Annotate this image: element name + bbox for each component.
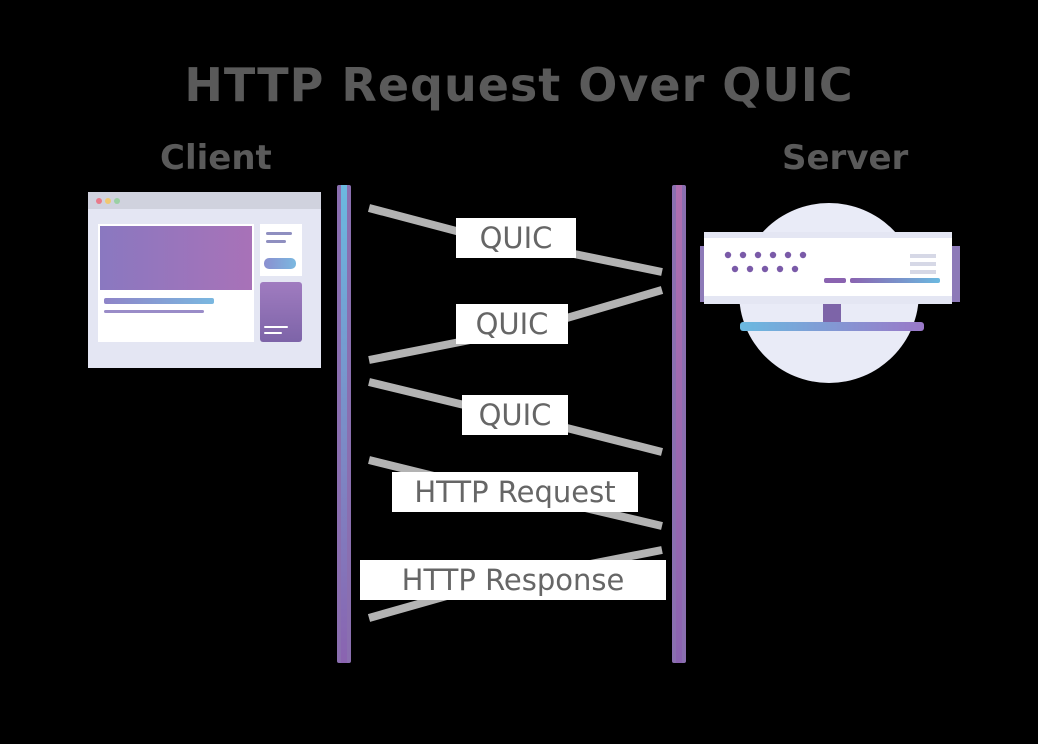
- browser-main-panel: [98, 224, 254, 342]
- message-label: HTTP Response: [360, 560, 666, 600]
- browser-card-button-icon: [264, 258, 296, 269]
- message-label: QUIC: [456, 218, 576, 258]
- browser-side-line: [264, 332, 282, 334]
- server-icon: [694, 203, 966, 383]
- minimize-dot-icon: [105, 198, 111, 204]
- maximize-dot-icon: [114, 198, 120, 204]
- browser-side-image: [260, 282, 302, 342]
- browser-side-line: [264, 326, 288, 328]
- browser-card-line: [266, 232, 292, 235]
- client-browser-illustration: [88, 192, 321, 368]
- message-label: HTTP Request: [392, 472, 638, 512]
- diagram-title: HTTP Request Over QUIC: [184, 58, 854, 112]
- server-illustration: [694, 183, 966, 388]
- browser-side-card: [260, 224, 302, 276]
- server-timeline: [672, 185, 686, 663]
- browser-title-bar: [88, 192, 321, 209]
- browser-hero-image: [100, 226, 252, 290]
- client-label: Client: [160, 138, 272, 178]
- message-label: QUIC: [456, 304, 568, 344]
- close-dot-icon: [96, 198, 102, 204]
- browser-text-line: [104, 310, 204, 313]
- server-label: Server: [782, 138, 909, 178]
- client-timeline: [337, 185, 351, 663]
- browser-card-line: [266, 240, 286, 243]
- browser-text-line: [104, 298, 214, 304]
- message-label: QUIC: [462, 395, 568, 435]
